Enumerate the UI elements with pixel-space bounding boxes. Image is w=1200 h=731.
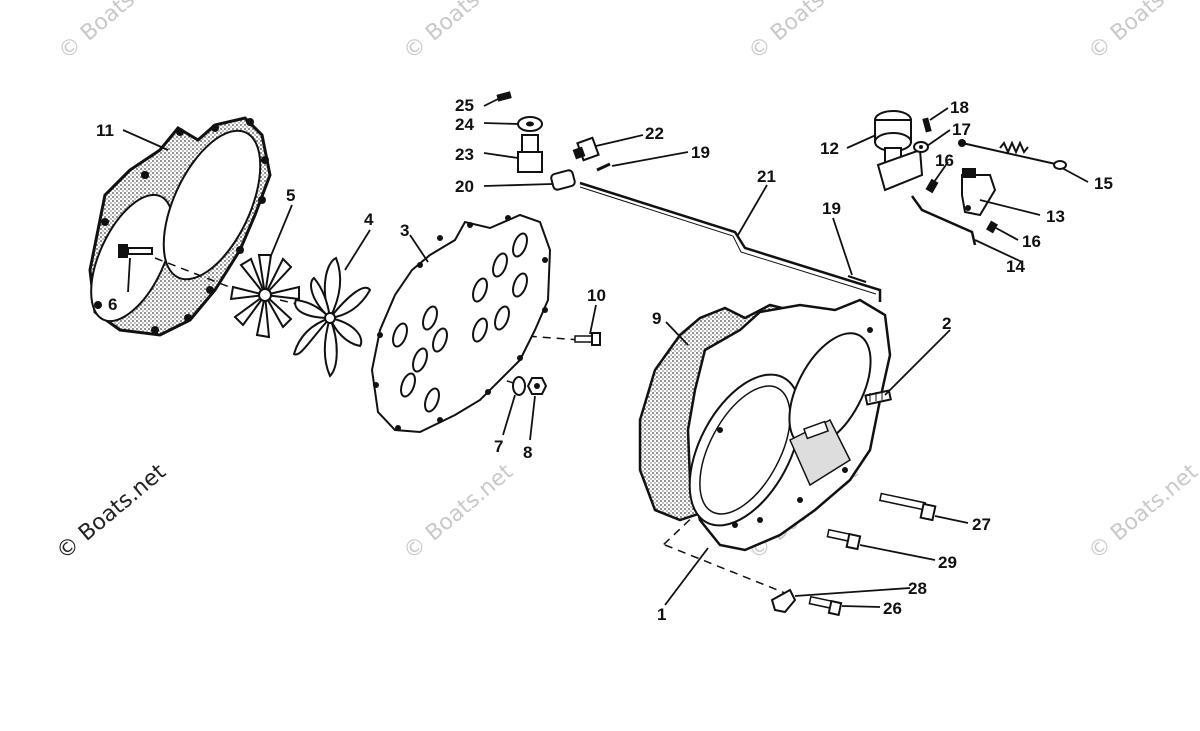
rod-part-21 bbox=[579, 181, 882, 302]
stud-part-2 bbox=[864, 389, 892, 406]
screw-part-16-a bbox=[925, 178, 939, 194]
gasket-part-11 bbox=[88, 116, 272, 337]
callout-1: 1 bbox=[657, 605, 666, 624]
callout-26: 26 bbox=[883, 599, 902, 618]
callout-2: 2 bbox=[942, 314, 951, 333]
callout-15: 15 bbox=[1094, 174, 1113, 193]
knob-part-12 bbox=[874, 110, 924, 192]
callout-20: 20 bbox=[455, 177, 474, 196]
washer-part-17 bbox=[913, 141, 929, 153]
pin-part-19-top bbox=[596, 162, 611, 172]
nut-part-25 bbox=[496, 91, 512, 102]
callout-23: 23 bbox=[455, 145, 474, 164]
pin-part-19-lower bbox=[847, 275, 867, 283]
callout-11: 11 bbox=[96, 121, 114, 140]
callout-8: 8 bbox=[523, 443, 532, 462]
leader-lines bbox=[122, 97, 1089, 608]
callout-18: 18 bbox=[950, 98, 969, 117]
bushing-part-23 bbox=[517, 134, 543, 173]
screw-part-10 bbox=[574, 332, 601, 346]
callout-4: 4 bbox=[364, 210, 374, 229]
washer-part-24 bbox=[517, 116, 543, 132]
callout-16: 16 bbox=[935, 151, 954, 170]
screw-part-18 bbox=[922, 117, 932, 133]
plate-part-3 bbox=[370, 213, 552, 434]
callout-21: 21 bbox=[757, 167, 776, 186]
link-part-14 bbox=[910, 195, 977, 246]
callout-25: 25 bbox=[455, 96, 474, 115]
callout-22: 22 bbox=[645, 124, 664, 143]
housing-part-1 bbox=[686, 298, 892, 552]
callout-10: 10 bbox=[587, 286, 606, 305]
screw-part-26 bbox=[808, 595, 843, 617]
callout-16-lower: 16 bbox=[1022, 232, 1041, 251]
callout-9: 9 bbox=[652, 309, 661, 328]
bolt-part-29 bbox=[826, 528, 862, 551]
callout-12: 12 bbox=[820, 139, 839, 158]
bolt-part-27 bbox=[878, 492, 937, 522]
callout-5: 5 bbox=[286, 186, 295, 205]
impeller-part-5 bbox=[229, 254, 300, 339]
nut-part-7 bbox=[512, 376, 526, 396]
callout-13: 13 bbox=[1046, 207, 1065, 226]
screw-part-6 bbox=[118, 244, 153, 258]
callout-19: 19 bbox=[691, 143, 710, 162]
clip-part-28 bbox=[770, 588, 797, 614]
callout-27: 27 bbox=[972, 515, 991, 534]
callout-3: 3 bbox=[400, 221, 409, 240]
callout-24: 24 bbox=[455, 115, 474, 134]
callout-19-lower: 19 bbox=[822, 199, 841, 218]
callout-14: 14 bbox=[1006, 257, 1025, 276]
washer-part-8 bbox=[526, 377, 548, 395]
callout-7: 7 bbox=[494, 437, 503, 456]
lever-part-13 bbox=[961, 168, 997, 217]
callout-17: 17 bbox=[952, 120, 971, 139]
callout-6: 6 bbox=[108, 295, 117, 314]
screw-part-16-b bbox=[986, 220, 998, 234]
callout-29: 29 bbox=[938, 553, 957, 572]
connector-part-20 bbox=[550, 169, 576, 191]
callout-28: 28 bbox=[908, 579, 927, 598]
spring-part-15 bbox=[958, 139, 1067, 170]
fitting-part-22 bbox=[572, 136, 600, 162]
callout-labels: 11 5 4 3 6 10 7 8 9 2 1 27 29 28 26 25 2… bbox=[96, 96, 1113, 624]
fan-part-4 bbox=[292, 256, 372, 378]
